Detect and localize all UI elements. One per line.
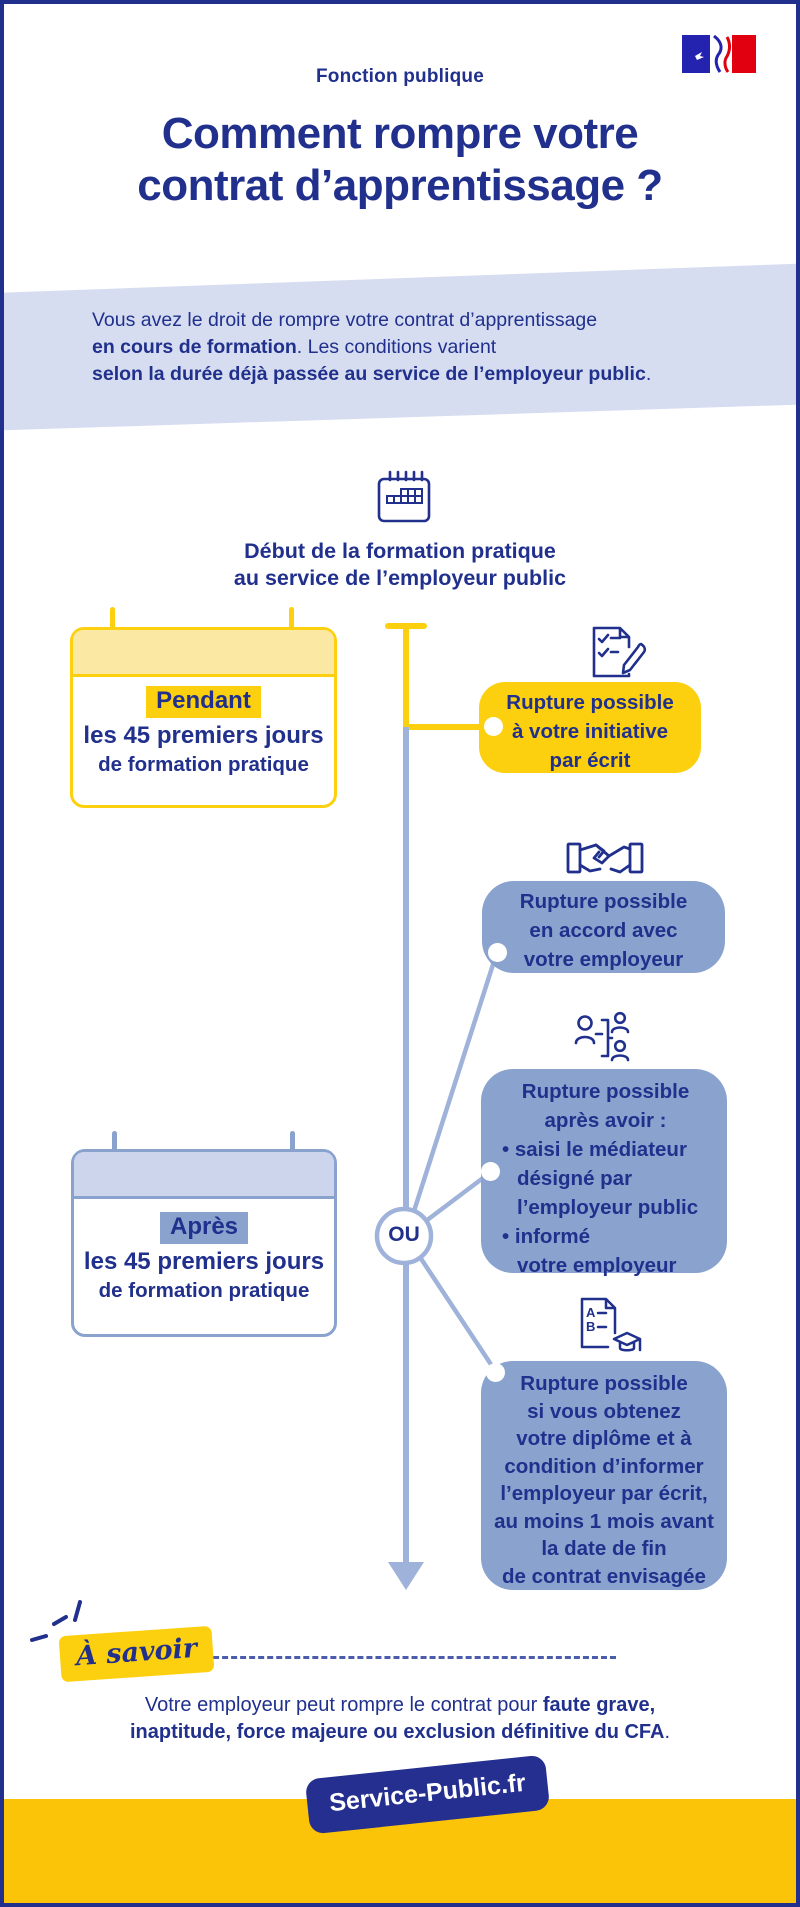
intro-line3-bold: selon la durée déjà passée au service de… (92, 363, 646, 385)
bubble-line: condition d’informer (504, 1454, 704, 1478)
bubble-line: par écrit (549, 749, 631, 772)
french-government-flag-logo (682, 34, 756, 78)
footnote-end: . (664, 1721, 671, 1743)
intro-line3-rest: . (645, 363, 652, 385)
svg-text:B: B (586, 1319, 595, 1334)
card-header-band (73, 630, 334, 677)
pendant-line1: les 45 premiers jours (83, 722, 324, 749)
or-circle (374, 1206, 434, 1266)
footnote-bold2: inaptitude, force majeure ou exclusion d… (129, 1721, 665, 1743)
bubble-line: votre employeur (523, 948, 684, 971)
bubble-line: Rupture possible (506, 691, 674, 714)
bubble-line: votre employeur (517, 1254, 677, 1277)
intro-band (4, 263, 796, 431)
handshake-icon (566, 835, 644, 886)
footnote-bold1: faute grave, (542, 1694, 656, 1716)
connector-dot (486, 1363, 505, 1382)
pendant-highlight: Pendant (146, 686, 261, 718)
checklist-pencil-icon (581, 622, 651, 689)
bubble-mediateur: Rupture possible après avoir : • saisi l… (481, 1069, 727, 1277)
bubble-line: après avoir : (544, 1109, 667, 1132)
brand-label: Fonction publique (315, 66, 485, 87)
bubble-initiative: Rupture possible à votre initiative par … (479, 682, 701, 773)
calendar-icon (376, 470, 432, 529)
bubble-line: • saisi le médiateur (502, 1138, 687, 1161)
bubble-line: au moins 1 mois avant (494, 1509, 714, 1533)
bubble-line: en accord avec (529, 919, 678, 942)
pendant-line2: de formation pratique (98, 753, 309, 776)
connector-dot (481, 1162, 500, 1181)
apres-highlight: Après (159, 1212, 249, 1244)
bubble-line: à votre initiative (511, 720, 669, 743)
timeline-start-label: Début de la formation pratique au servic… (4, 538, 796, 592)
svg-text:A: A (586, 1305, 596, 1320)
intro-line2-rest: . Les conditions varient (296, 336, 497, 358)
bubble-line: votre diplôme et à (516, 1427, 692, 1450)
page-title: Comment rompre votre contrat d’apprentis… (4, 108, 796, 212)
diploma-icon: A B (574, 1297, 642, 1364)
bubble-diplome: Rupture possible si vous obtenez votre d… (481, 1361, 727, 1590)
timeline-connectors (374, 623, 500, 1590)
connector-dot (484, 717, 503, 736)
card-header-band (74, 1152, 334, 1199)
intro-line1: Vous avez le droit de rompre votre contr… (92, 309, 598, 331)
bubble-line: Rupture possible (519, 890, 688, 913)
timeline-start-label-line1: Début de la formation pratique (244, 539, 556, 563)
bubble-line: Rupture possible (520, 1372, 688, 1395)
sparkle-icon (30, 1600, 82, 1642)
bubble-line: désigné par (517, 1167, 633, 1190)
bubble-line: l’employeur public (517, 1196, 699, 1219)
period-card-pendant: Pendant les 45 premiers jours de formati… (70, 627, 337, 808)
footnote-text: Votre employeur peut rompre le contrat p… (4, 1692, 796, 1746)
bubble-line: de contrat envisagée (502, 1564, 706, 1588)
page-title-line1: Comment rompre votre (161, 109, 639, 158)
timeline-start-label-line2: au service de l’employeur public (233, 566, 567, 590)
apres-line1: les 45 premiers jours (83, 1248, 325, 1275)
intro-line2-bold: en cours de formation (92, 336, 297, 358)
bubble-line: la date de fin (541, 1537, 667, 1560)
connector-dot (488, 943, 507, 962)
dashed-separator (186, 1656, 616, 1659)
bubble-line: si vous obtenez (527, 1399, 681, 1423)
footnote-regular: Votre employeur peut rompre le contrat p… (144, 1694, 543, 1716)
mediator-people-icon (574, 1010, 632, 1073)
or-label: OU (388, 1223, 420, 1246)
bubble-line: Rupture possible (521, 1080, 690, 1103)
period-card-apres: Après les 45 premiers jours de formation… (71, 1149, 337, 1337)
bubble-line: • informé (502, 1225, 591, 1248)
page-title-line2: contrat d’apprentissage ? (137, 161, 663, 210)
bubble-line: l’employeur par écrit, (500, 1482, 708, 1505)
intro-text: Vous avez le droit de rompre votre contr… (92, 307, 651, 388)
bubble-accord: Rupture possible en accord avec votre em… (482, 881, 725, 973)
apres-line2: de formation pratique (98, 1279, 310, 1302)
